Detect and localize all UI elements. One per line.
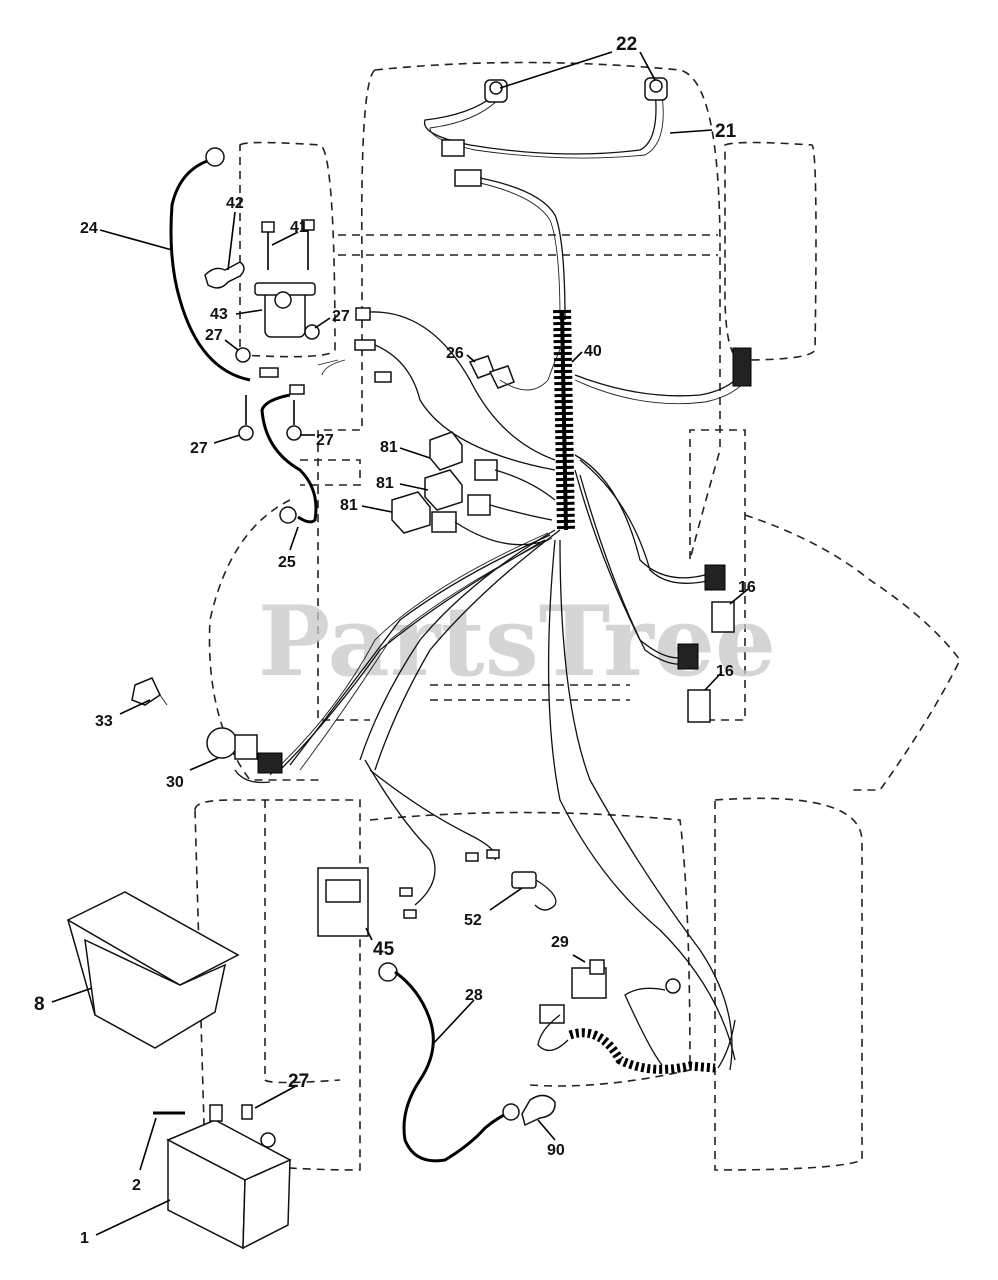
relay-81-middle [424,469,463,511]
battery [166,1119,292,1250]
nut-27-lower-right [286,425,302,441]
callout-90: 90 [547,1142,565,1159]
cable-24-ring-terminal [205,147,225,167]
callout-45: 45 [373,939,395,960]
callout-33: 33 [95,713,113,730]
connector-16-lower [687,689,711,723]
plug-52 [511,871,557,911]
callout-27-lower-left: 27 [190,440,208,457]
headlight-connector [441,139,465,157]
callout-21: 21 [715,121,737,142]
boot-90 [521,1094,556,1127]
relay-81-bottom [391,491,431,534]
callout-27-lower-right: 27 [316,432,334,449]
callout-43: 43 [210,306,228,323]
switch-29 [537,959,736,1074]
cable-25-ring-terminal [279,506,297,524]
callout-27-upper-right: 27 [332,308,350,325]
connector-26-right [488,365,515,389]
seat-switch-connector [732,347,752,387]
main-wire-harness [269,309,752,1071]
negative-cable [378,962,556,1163]
ignition-key [131,677,161,706]
watermark: PartsTree [258,585,776,698]
callout-40: 40 [584,343,602,360]
leader-lines [51,51,749,1236]
callout-42: 42 [226,195,244,212]
callout-26: 26 [446,345,464,362]
callout-30: 30 [166,774,184,791]
solenoid-assembly [169,147,320,524]
bolt-41-right [301,219,315,231]
callout-81-top: 81 [380,439,398,456]
nut-27-battery [241,1104,253,1120]
callout-16-lower: 16 [716,663,734,680]
nut-27-lower-left [238,425,254,441]
headlight-bulb-right [644,77,668,101]
callout-81-bottom: 81 [340,497,358,514]
connector-26-left [468,355,495,379]
headlight-bulb-left [484,79,508,103]
nut-27-upper-left [235,347,251,363]
callout-41: 41 [290,219,308,236]
bolt-41-left [261,221,275,233]
relay-group [317,307,563,546]
callout-29: 29 [551,934,569,951]
callout-labels: 22 21 24 42 41 43 27 27 27 27 27 26 40 8… [34,34,756,1247]
boot-42 [204,261,245,289]
battery-box [66,891,240,1049]
callout-28: 28 [465,987,483,1004]
callout-25: 25 [278,554,296,571]
ignition-switch [131,677,283,784]
callout-24: 24 [80,220,98,237]
callout-22: 22 [616,34,637,55]
callout-16-upper: 16 [738,579,756,596]
relay-81-top [429,431,463,471]
callout-1: 1 [80,1230,89,1247]
harness-headlight-connector [454,169,482,187]
headlight-harness [423,77,668,321]
callout-81-middle: 81 [376,475,394,492]
callout-2: 2 [132,1177,141,1194]
callout-27-battery: 27 [288,1071,309,1092]
callout-52: 52 [464,912,482,929]
connector-16-upper [711,601,735,633]
callout-27-upper-left: 27 [205,327,223,344]
callout-8: 8 [34,994,45,1015]
